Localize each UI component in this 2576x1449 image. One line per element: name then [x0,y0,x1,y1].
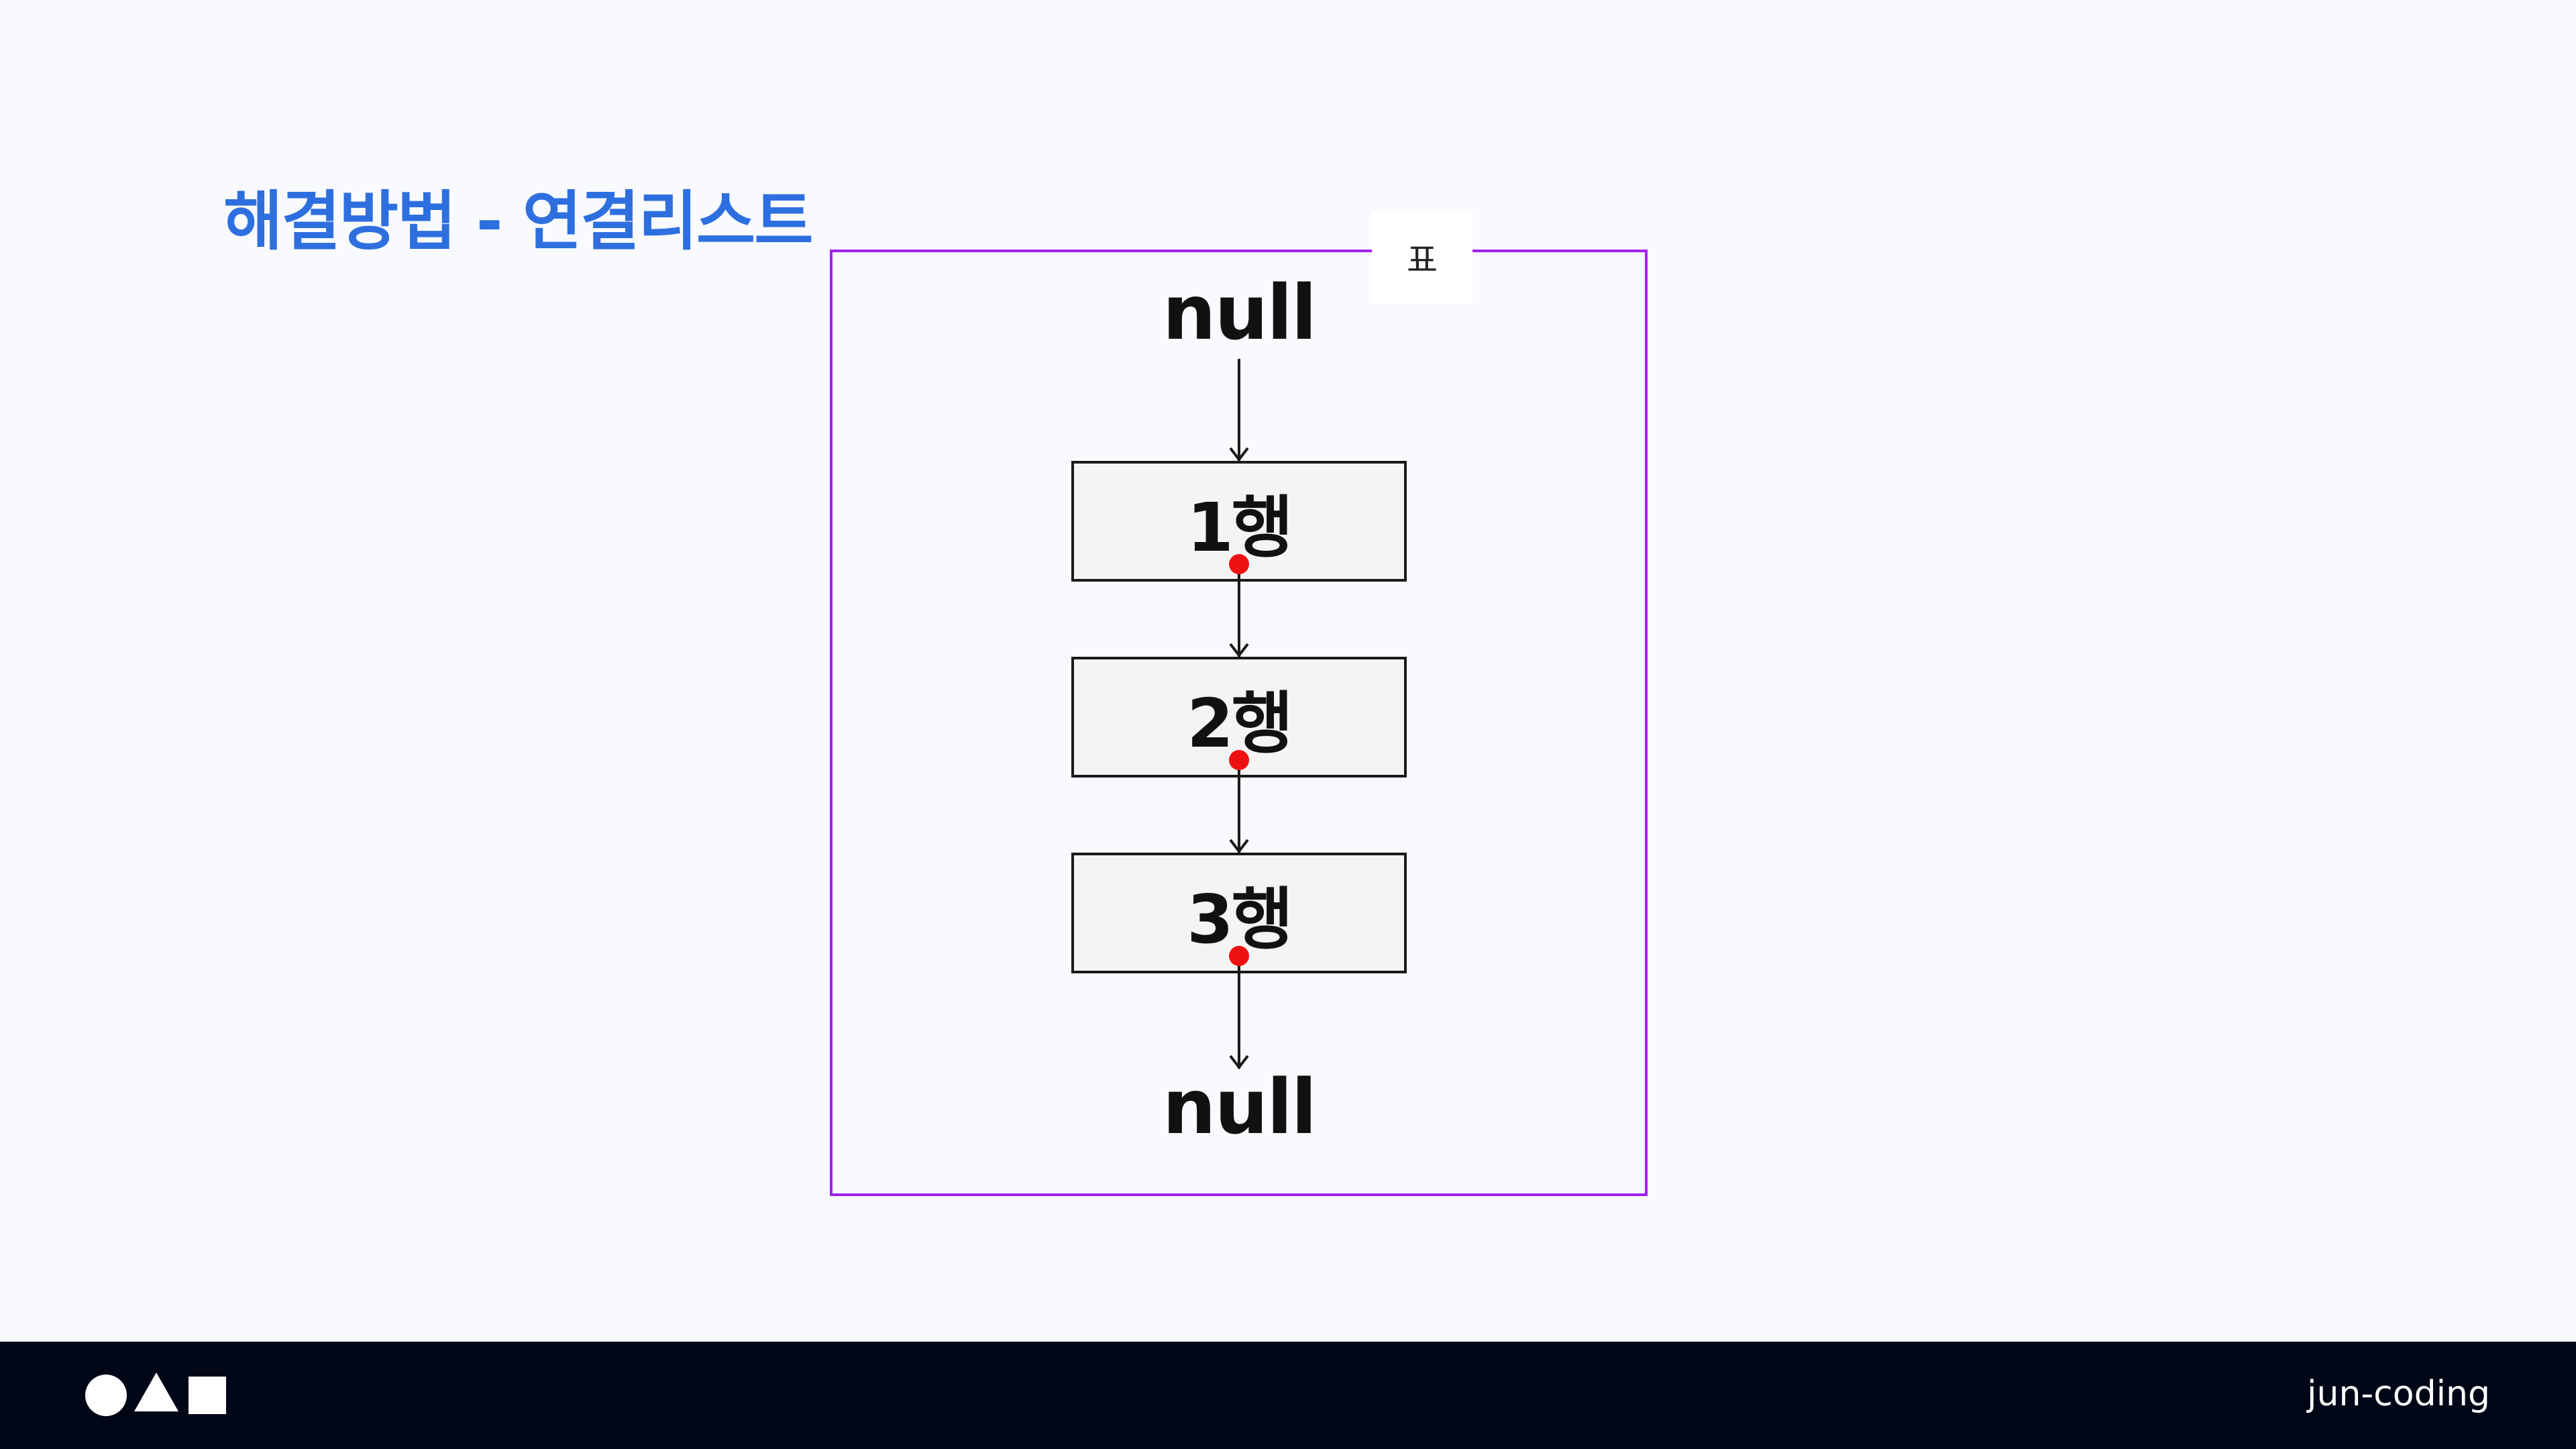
circle-icon [85,1375,127,1416]
null-top-label: null [1162,270,1317,357]
arrowhead-row2 [1229,643,1249,658]
slide-title: 해결방법 - 연결리스트 [223,184,814,259]
triangle-icon [134,1373,178,1411]
brand-name: jun-coding [2307,1374,2490,1414]
arrowhead-row3 [1229,839,1249,854]
square-icon [189,1377,226,1414]
pointer-dot-row2 [1229,750,1249,770]
table-frame [830,250,1648,1196]
null-bottom-label: null [1162,1064,1317,1151]
pointer-dot-row1 [1229,554,1249,574]
pointer-dot-row3 [1229,946,1249,966]
list-node-3: 3행 [1071,853,1407,973]
arrowhead-row1 [1229,447,1249,462]
shapes-logo [85,1373,226,1416]
arrowhead-null [1229,1055,1249,1070]
footer-bar: jun-coding [0,1342,2576,1449]
list-node-1: 1행 [1071,461,1407,582]
frame-tag-label: 표 [1372,211,1472,304]
